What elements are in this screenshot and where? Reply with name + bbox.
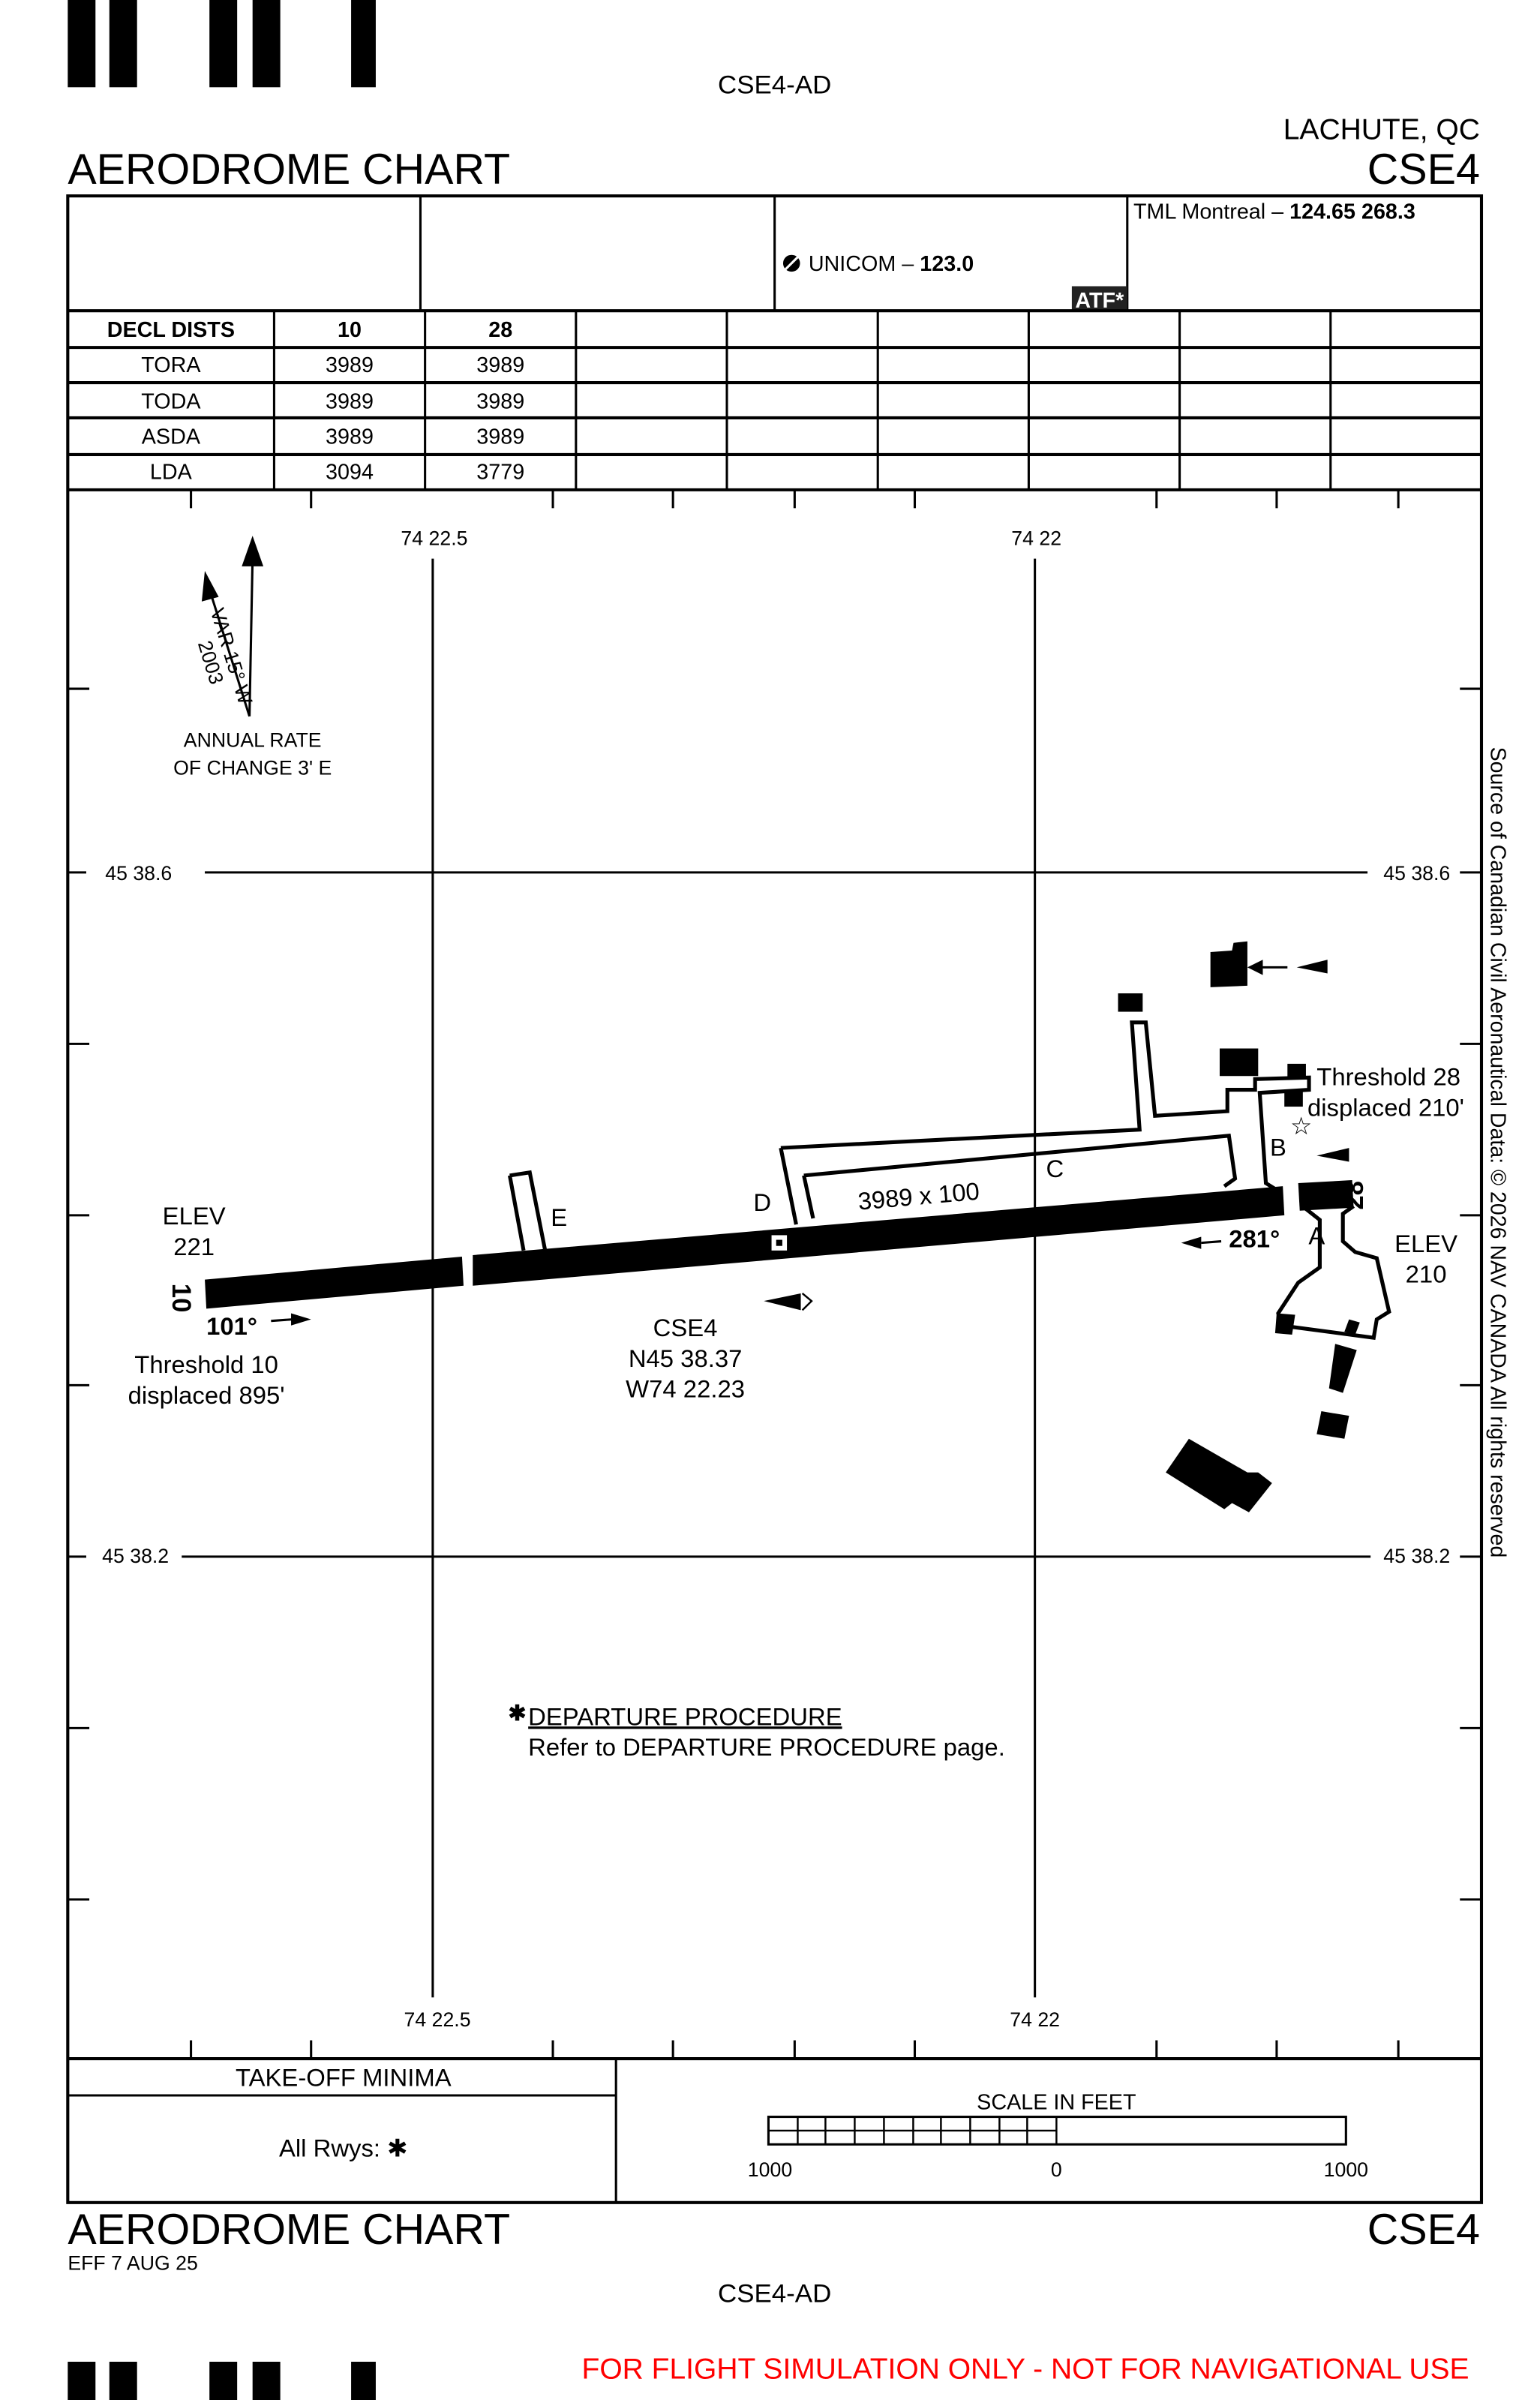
table-header: 10 bbox=[338, 318, 362, 342]
buildings bbox=[1118, 941, 1360, 1512]
svg-text:ANNUAL RATE: ANNUAL RATE bbox=[184, 729, 322, 752]
taxiways bbox=[508, 1020, 1391, 1340]
footer-ident: CSE4 bbox=[1367, 2206, 1480, 2254]
copyright-notice: Source of Canadian Civil Aeronautical Da… bbox=[1485, 747, 1509, 1558]
taxiway-d: D bbox=[753, 1188, 771, 1216]
svg-text:All Rwys: ✱: All Rwys: ✱ bbox=[279, 2134, 408, 2162]
comms-row: UNICOM – 123.0 ATF* TML Montreal – 124.6… bbox=[419, 196, 1415, 313]
table-header: DECL DISTS bbox=[107, 318, 235, 342]
runway-number-28: 28 bbox=[1340, 1181, 1369, 1210]
table-row: ASDA 3989 3989 bbox=[142, 425, 524, 449]
table-header: 28 bbox=[488, 318, 512, 342]
simulation-disclaimer: FOR FLIGHT SIMULATION ONLY - NOT FOR NAV… bbox=[581, 2353, 1469, 2386]
decl-dists-table: DECL DISTS 10 28 TORA 3989 3989 TODA 3989 39… bbox=[68, 309, 1481, 491]
table-row: TODA 3989 3989 bbox=[141, 390, 524, 414]
taxiway-e: E bbox=[551, 1203, 567, 1231]
elev-label: ELEV bbox=[1394, 1230, 1457, 1257]
arp-icon bbox=[768, 1232, 791, 1254]
lon-label: 74 22 bbox=[1011, 527, 1061, 549]
map-area: 74 22.5 74 22 74 22.5 74 22 45 38.6 45 3… bbox=[68, 489, 1509, 2061]
footer-title: AERODROME CHART bbox=[68, 2206, 510, 2254]
arp-lon: W74 22.23 bbox=[626, 1375, 745, 1403]
svg-text:OF CHANGE 3' E: OF CHANGE 3' E bbox=[173, 756, 332, 779]
doc-id-top: CSE4-AD bbox=[718, 71, 831, 100]
arp-ident: CSE4 bbox=[653, 1314, 718, 1341]
graticule bbox=[68, 558, 1481, 1998]
svg-text:3989: 3989 bbox=[476, 390, 524, 414]
windsock-star-icon: ☆ bbox=[1290, 1112, 1312, 1140]
threshold-28-displaced: displaced 210' bbox=[1307, 1093, 1464, 1121]
svg-text:TODA: TODA bbox=[141, 390, 201, 414]
departure-procedure-text: Refer to DEPARTURE PROCEDURE page. bbox=[528, 1733, 1005, 1761]
arp-lat: N45 38.37 bbox=[629, 1344, 743, 1372]
heading-281: 281° bbox=[1229, 1225, 1280, 1253]
page-title: AERODROME CHART bbox=[68, 146, 510, 194]
svg-text:1000: 1000 bbox=[748, 2158, 792, 2181]
markers: ☆ ✱ bbox=[271, 960, 1349, 1726]
lat-label: 45 38.6 bbox=[1383, 862, 1450, 885]
svg-text:LDA: LDA bbox=[150, 461, 193, 485]
threshold-28: Threshold 28 bbox=[1316, 1063, 1460, 1091]
svg-text:3989: 3989 bbox=[476, 353, 524, 377]
threshold-10: Threshold 10 bbox=[134, 1350, 278, 1378]
tml-freq: TML Montreal – 124.65 268.3 bbox=[1133, 200, 1415, 224]
svg-text:3094: 3094 bbox=[326, 461, 374, 485]
effective-date: EFF 7 AUG 25 bbox=[68, 2252, 197, 2275]
table-row: LDA 3094 3779 bbox=[150, 461, 524, 485]
runway-dimensions: 3989 x 100 bbox=[857, 1177, 980, 1215]
svg-text:TAKE-OFF MINIMA: TAKE-OFF MINIMA bbox=[236, 2064, 452, 2092]
svg-text:3989: 3989 bbox=[326, 390, 374, 414]
svg-text:SCALE IN FEET: SCALE IN FEET bbox=[977, 2090, 1136, 2114]
binding-marks-bottom bbox=[68, 2361, 376, 2400]
doc-id-bottom: CSE4-AD bbox=[718, 2280, 831, 2308]
lat-label: 45 38.6 bbox=[105, 862, 172, 885]
lat-label: 45 38.2 bbox=[102, 1545, 169, 1567]
scale-bar: SCALE IN FEET 1000 0 1000 bbox=[748, 2090, 1368, 2181]
svg-text:1000: 1000 bbox=[1324, 2158, 1368, 2181]
lon-label: 74 22.5 bbox=[404, 2008, 471, 2031]
edge-ticks bbox=[68, 489, 1481, 2061]
svg-text:3989: 3989 bbox=[326, 425, 374, 449]
north-arrow-icon: VAR 15° W 2003 ANNUAL RATE OF CHANGE 3' … bbox=[173, 536, 332, 779]
departure-procedure-title: DEPARTURE PROCEDURE bbox=[528, 1702, 842, 1730]
taxiway-a: A bbox=[1308, 1222, 1325, 1250]
elev-value: 210 bbox=[1406, 1260, 1447, 1288]
svg-text:UNICOM – 123.0: UNICOM – 123.0 bbox=[809, 252, 974, 276]
svg-text:TORA: TORA bbox=[141, 353, 201, 377]
ident-top: CSE4 bbox=[1367, 146, 1480, 194]
elev-label: ELEV bbox=[163, 1202, 226, 1230]
heading-101: 101° bbox=[206, 1312, 257, 1340]
runway-10-28 bbox=[205, 1179, 1354, 1309]
svg-text:3989: 3989 bbox=[326, 353, 374, 377]
location: LACHUTE, QC bbox=[1283, 114, 1480, 146]
svg-text:3989: 3989 bbox=[476, 425, 524, 449]
unicom-freq: UNICOM – 123.0 bbox=[782, 252, 974, 276]
svg-text:ATF*: ATF* bbox=[1075, 289, 1124, 313]
svg-text:0: 0 bbox=[1051, 2158, 1062, 2181]
elev-value: 221 bbox=[173, 1233, 215, 1260]
taxiway-c: C bbox=[1046, 1155, 1064, 1182]
lat-label: 45 38.2 bbox=[1383, 1545, 1450, 1567]
lon-label: 74 22.5 bbox=[401, 527, 467, 549]
threshold-10-displaced: displaced 895' bbox=[128, 1381, 285, 1409]
lon-label: 74 22 bbox=[1010, 2008, 1060, 2031]
take-off-minima: TAKE-OFF MINIMA All Rwys: ✱ bbox=[68, 2059, 617, 2203]
asterisk-icon: ✱ bbox=[508, 1702, 526, 1726]
atf-badge bbox=[1071, 286, 1127, 311]
svg-text:3779: 3779 bbox=[476, 461, 524, 485]
binding-marks-top bbox=[68, 0, 376, 88]
taxiway-b: B bbox=[1270, 1133, 1286, 1161]
table-row: TORA 3989 3989 bbox=[141, 353, 524, 377]
svg-text:ASDA: ASDA bbox=[142, 425, 201, 449]
runway-number-10: 10 bbox=[167, 1284, 195, 1313]
